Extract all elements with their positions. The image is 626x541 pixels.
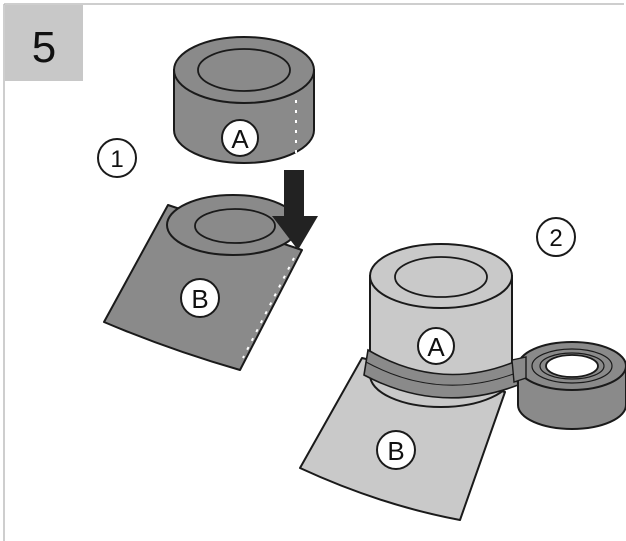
stage-2: 2 B A <box>299 217 626 521</box>
part-b-stage-2-label: B <box>387 436 404 466</box>
step-number: 5 <box>32 23 56 72</box>
stage-1-badge: 1 <box>97 138 137 178</box>
part-a-stage-1: A <box>173 36 315 164</box>
step-number-box <box>5 5 83 81</box>
stage-1: 1 B A <box>97 36 318 371</box>
stage-1-number: 1 <box>110 146 123 173</box>
part-a-stage-2: A <box>363 243 527 408</box>
part-b-stage-1: B <box>103 194 303 371</box>
arrow-down-icon <box>272 170 318 250</box>
part-a-stage-1-label: A <box>231 124 249 154</box>
part-a-stage-2-label: A <box>427 332 445 362</box>
stage-2-number: 2 <box>549 225 562 252</box>
tape-roll-icon <box>517 341 626 430</box>
stage-2-badge: 2 <box>536 217 576 257</box>
part-b-stage-1-label: B <box>191 284 208 314</box>
